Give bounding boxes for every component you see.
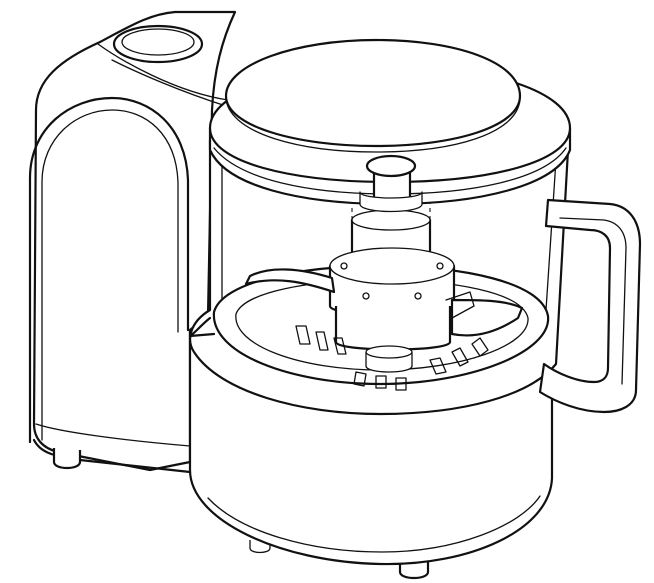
drive-teeth-front bbox=[353, 371, 407, 391]
bowl-base-seam bbox=[207, 495, 541, 553]
power-button-cap[interactable] bbox=[121, 28, 195, 56]
motor-housing-top-edge bbox=[97, 43, 229, 101]
power-button[interactable] bbox=[112, 24, 204, 64]
pusher-knob-top[interactable] bbox=[365, 154, 417, 178]
handle-outer[interactable] bbox=[538, 198, 642, 414]
hub-rivet-1 bbox=[340, 262, 348, 270]
handle-inner-edge bbox=[559, 217, 627, 385]
pusher-knob[interactable] bbox=[359, 154, 423, 213]
blade-right-sweep bbox=[445, 291, 475, 319]
drive-teeth-right bbox=[429, 337, 489, 375]
hub-rivet-3 bbox=[362, 292, 370, 300]
drive-coupler-top bbox=[365, 345, 413, 359]
bowl-handle[interactable] bbox=[538, 198, 642, 414]
base-bottom-rail-inner bbox=[35, 423, 191, 447]
bowl-side-right bbox=[545, 159, 557, 311]
foot-left bbox=[52, 448, 82, 470]
blade-lower-hub bbox=[334, 306, 452, 351]
motor-housing-arch-panel bbox=[28, 96, 190, 444]
drive-teeth-left bbox=[295, 325, 347, 355]
motor-housing-arch-inner bbox=[41, 109, 179, 441]
motor-housing-top-edge-inner bbox=[111, 59, 227, 107]
bowl-inner-rim bbox=[212, 264, 550, 386]
lid-cap-rim bbox=[225, 99, 521, 153]
hub-rivet-4 bbox=[414, 292, 422, 300]
pusher-collar bbox=[359, 191, 423, 213]
blade-left bbox=[244, 268, 336, 294]
hub-rivet-2 bbox=[436, 262, 444, 270]
blade-hub-top bbox=[329, 247, 455, 285]
blade-shaft-top bbox=[351, 209, 431, 231]
lid-cap[interactable] bbox=[224, 38, 522, 148]
bowl-spout bbox=[188, 316, 216, 338]
